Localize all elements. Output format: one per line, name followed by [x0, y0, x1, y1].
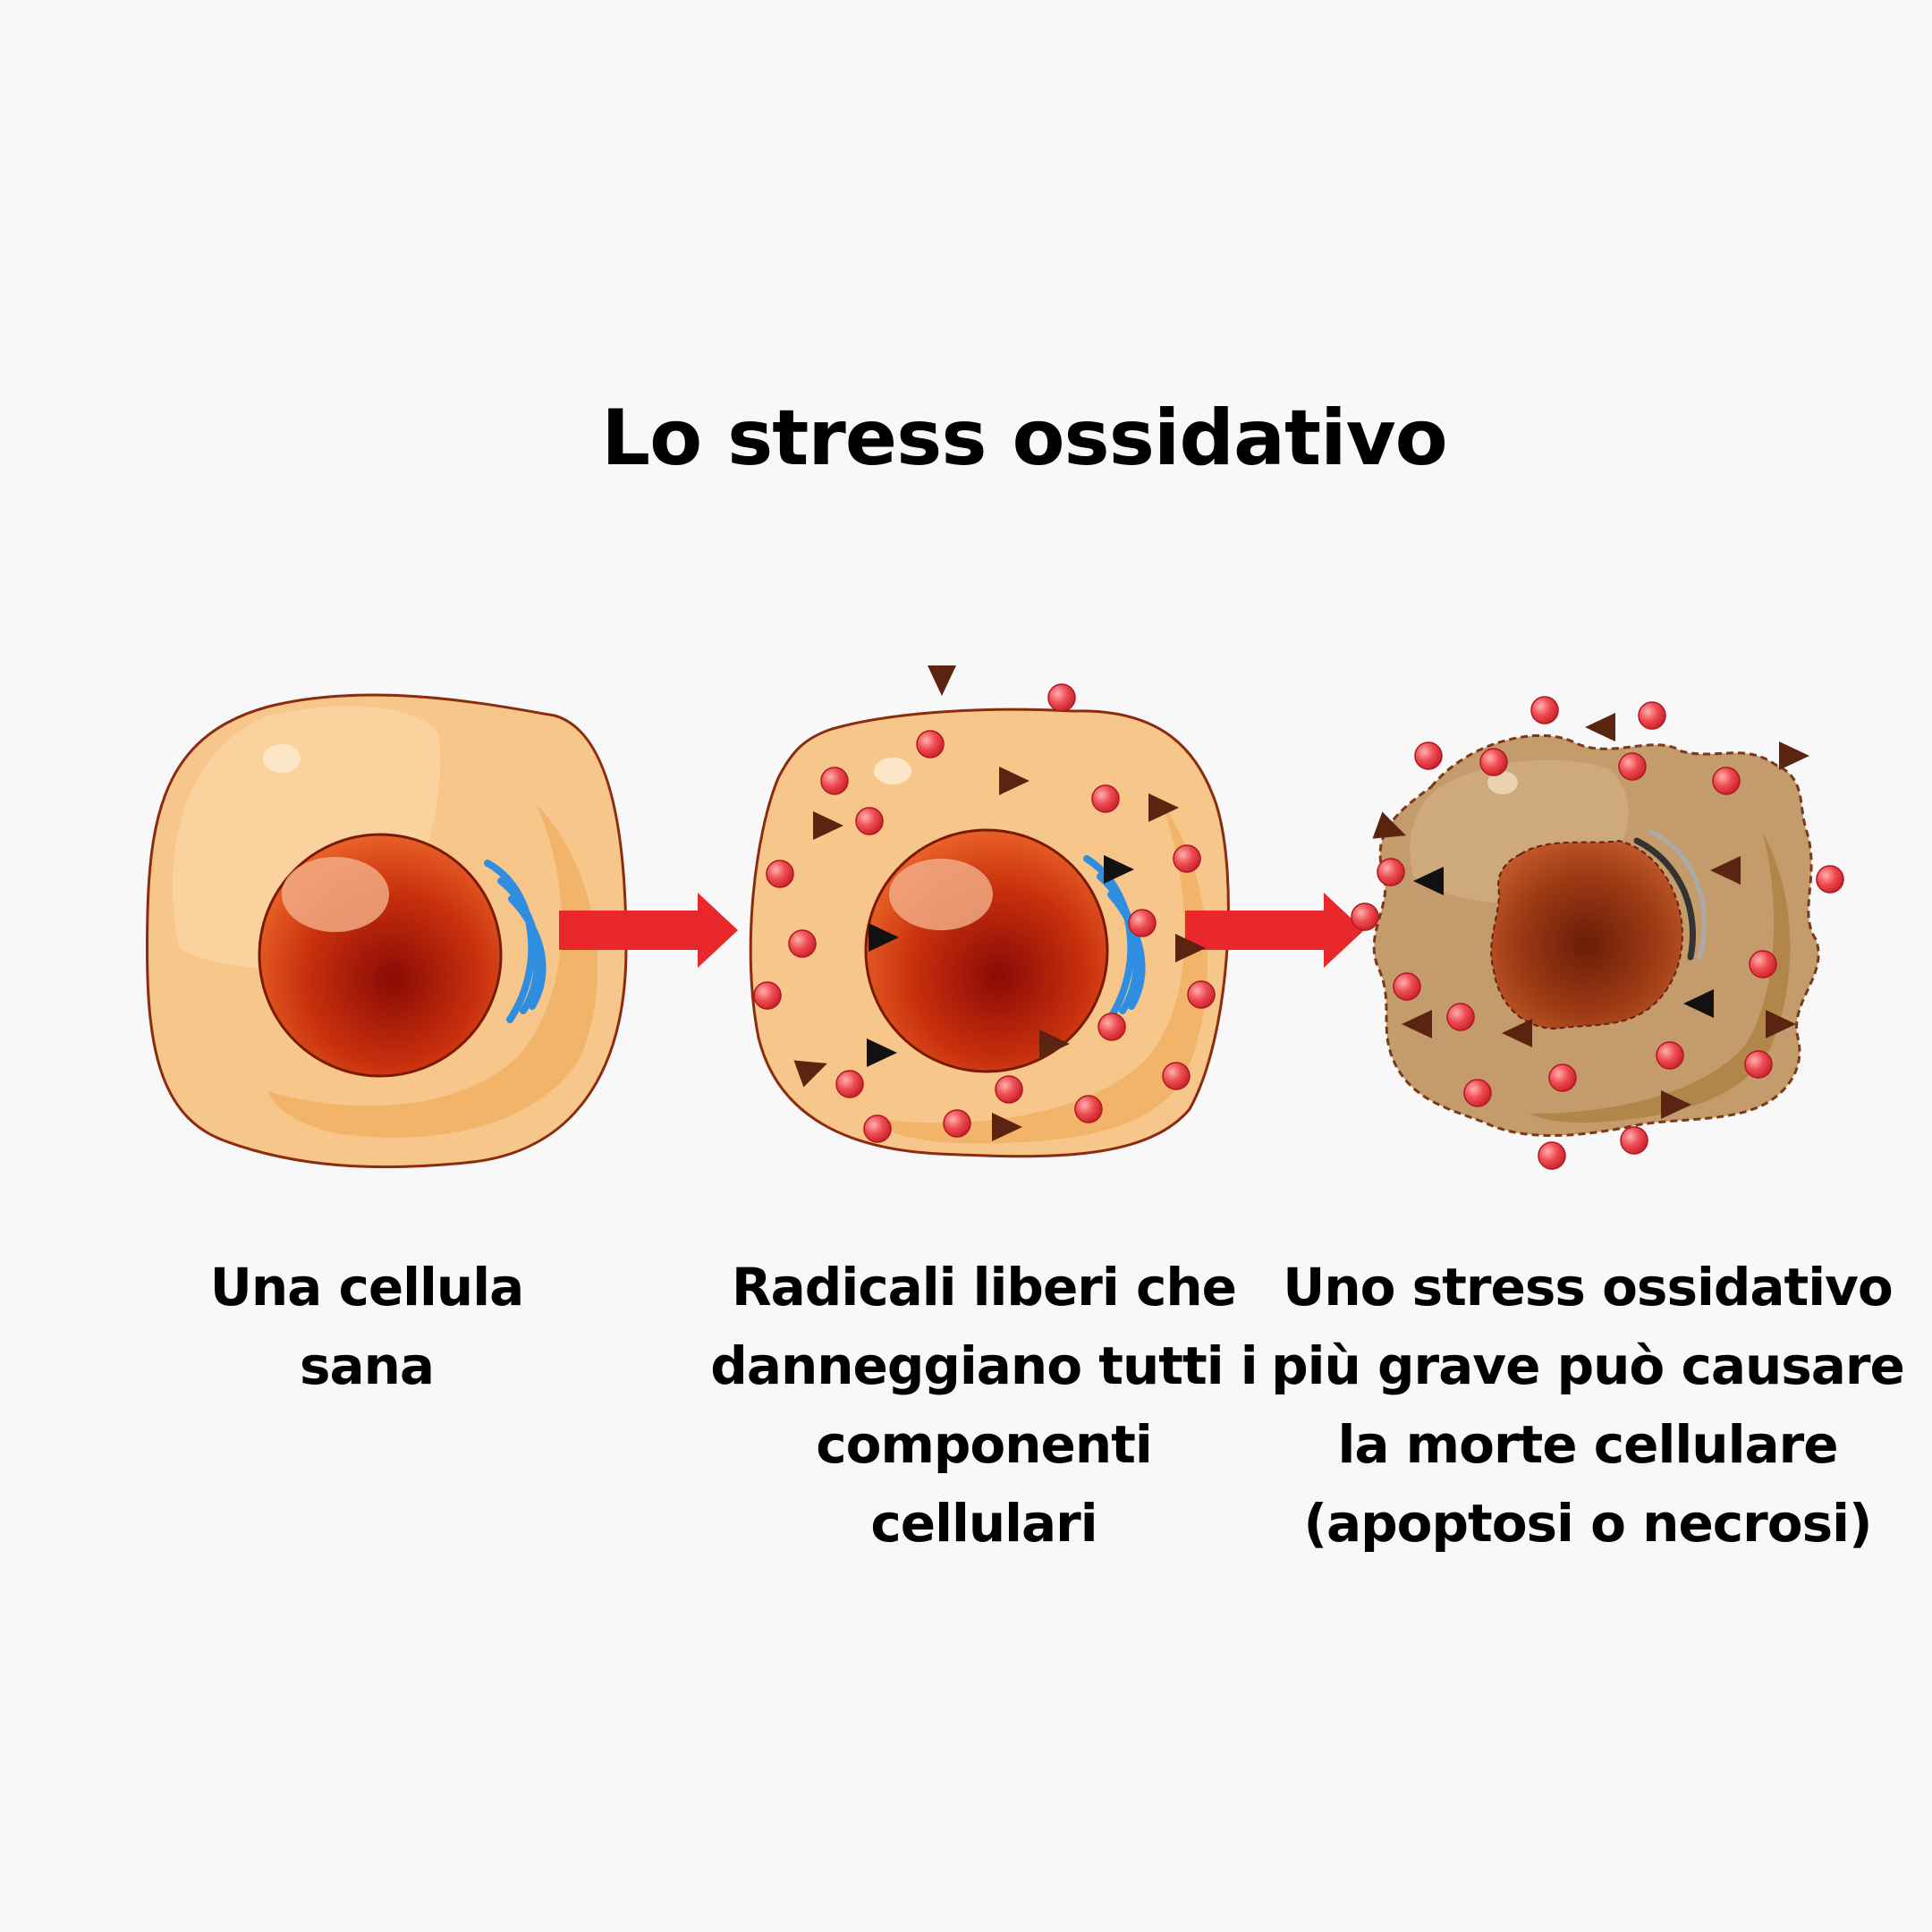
nucleolus-highlight — [889, 859, 993, 930]
vesicle — [263, 744, 301, 773]
oxidized-particle-triangle — [1585, 713, 1615, 741]
free-radical-dot — [1538, 1141, 1566, 1170]
free-radical-dot — [1530, 696, 1559, 724]
free-radical-dot — [1128, 909, 1157, 937]
vesicle — [1487, 771, 1518, 794]
free-radical-dot — [1187, 980, 1216, 1009]
free-radical-dot — [995, 1075, 1023, 1104]
process-arrow-1 — [559, 893, 738, 968]
free-radical-dot — [1744, 1050, 1773, 1079]
oxidized-particle-triangle — [1402, 1010, 1432, 1038]
oxidized-particles — [793, 665, 1809, 1141]
oxidized-particle-triangle — [813, 811, 843, 840]
free-radical-dot — [863, 1114, 892, 1143]
free-radical-dot — [1047, 683, 1076, 712]
free-radical-dot — [835, 1070, 864, 1098]
oxidized-particle-triangle — [992, 1113, 1022, 1141]
oxidized-particle-triangle — [869, 923, 899, 952]
golgi-apparatus — [1083, 855, 1146, 1023]
free-radical-dot — [1712, 767, 1741, 795]
oxidized-particle-triangle — [1104, 855, 1134, 884]
caption-cell-death: Uno stress ossidativo più grave può caus… — [1270, 1248, 1905, 1563]
free-radical-dot — [1749, 950, 1777, 979]
free-radical-dot — [1173, 844, 1201, 873]
dying-cell — [1372, 733, 1820, 1137]
oxidized-particle-triangle — [1683, 989, 1714, 1018]
free-radical-dot — [1463, 1079, 1492, 1107]
caption-line: (apoptosi o necrosi) — [1303, 1493, 1872, 1554]
free-radical-dot — [943, 1109, 971, 1138]
condensed-nucleus — [1490, 839, 1683, 1030]
caption-line: la morte cellulare — [1337, 1414, 1838, 1475]
free-radical-dot — [820, 767, 849, 795]
caption-line: Radicali liberi che — [732, 1257, 1237, 1318]
free-radical-dot — [1351, 902, 1379, 931]
free-radical-dot — [1618, 752, 1647, 781]
free-radical-dot — [1097, 1013, 1126, 1041]
caption-free-radicals: Radicali liberi che danneggiano tutti i … — [689, 1248, 1279, 1563]
vesicle — [874, 758, 911, 784]
caption-line: componenti — [816, 1414, 1153, 1475]
oxidized-particle-triangle — [1502, 1019, 1532, 1047]
oxidized-particle-triangle — [1710, 856, 1741, 885]
free-radical-dot — [766, 860, 794, 888]
free-radical-dot — [1638, 701, 1666, 730]
free-radical-dot — [1446, 1003, 1475, 1031]
free-radical-dot — [1479, 748, 1508, 776]
free-radical-dot — [1620, 1126, 1648, 1155]
free-radical-dot — [1091, 784, 1120, 813]
free-radical-dot — [1548, 1063, 1577, 1092]
oxidized-particle-triangle — [793, 1060, 827, 1088]
nucleus — [864, 828, 1109, 1073]
caption-line: Una cellula — [209, 1257, 525, 1318]
caption-line: danneggiano tutti i — [710, 1335, 1258, 1396]
healthy-cell — [145, 693, 628, 1169]
oxidized-particle-triangle — [1766, 1010, 1796, 1038]
free-radical-dot — [753, 981, 782, 1010]
free-radical-dot — [1816, 865, 1844, 894]
free-radical-dot — [788, 929, 817, 958]
oxidized-particle-triangle — [1175, 934, 1206, 962]
oxidized-particle-triangle — [1148, 793, 1179, 822]
free-radical-dot — [1074, 1095, 1103, 1123]
caption-line: cellulari — [870, 1493, 1097, 1554]
oxidized-particle-triangle — [928, 665, 956, 696]
oxidized-particle-triangle — [867, 1038, 897, 1067]
caption-line: sana — [299, 1335, 435, 1396]
cytoplasm-shadow — [868, 805, 1208, 1144]
free-radical-dot — [916, 730, 945, 758]
oxidized-particle-triangle — [1413, 867, 1444, 895]
oxidized-particle-triangle — [1039, 1030, 1070, 1058]
oxidized-particle-triangle — [1372, 811, 1406, 839]
oxidized-particle-triangle — [999, 767, 1030, 795]
golgi-apparatus — [484, 860, 547, 1023]
page-title: Lo stress ossidativo — [601, 394, 1447, 483]
damaged-golgi — [1633, 829, 1707, 961]
cytoplasm-shadow — [268, 805, 598, 1138]
oxidized-particle-triangle — [1779, 741, 1809, 770]
free-radical-dot — [855, 807, 884, 835]
process-arrow-2 — [1185, 893, 1364, 968]
free-radical-dot — [1377, 858, 1405, 886]
free-radical-dot — [1393, 972, 1421, 1001]
oxidized-particle-triangle — [1661, 1090, 1691, 1119]
free-radicals — [753, 683, 1844, 1170]
free-radical-dot — [1414, 741, 1443, 770]
caption-line: più grave può causare — [1271, 1335, 1905, 1396]
nucleolus-highlight — [282, 857, 389, 932]
caption-healthy-cell: Una cellula sana — [54, 1248, 680, 1405]
free-radical-dot — [1162, 1062, 1191, 1090]
caption-line: Uno stress ossidativo — [1283, 1257, 1894, 1318]
free-radical-dot — [1656, 1041, 1684, 1070]
